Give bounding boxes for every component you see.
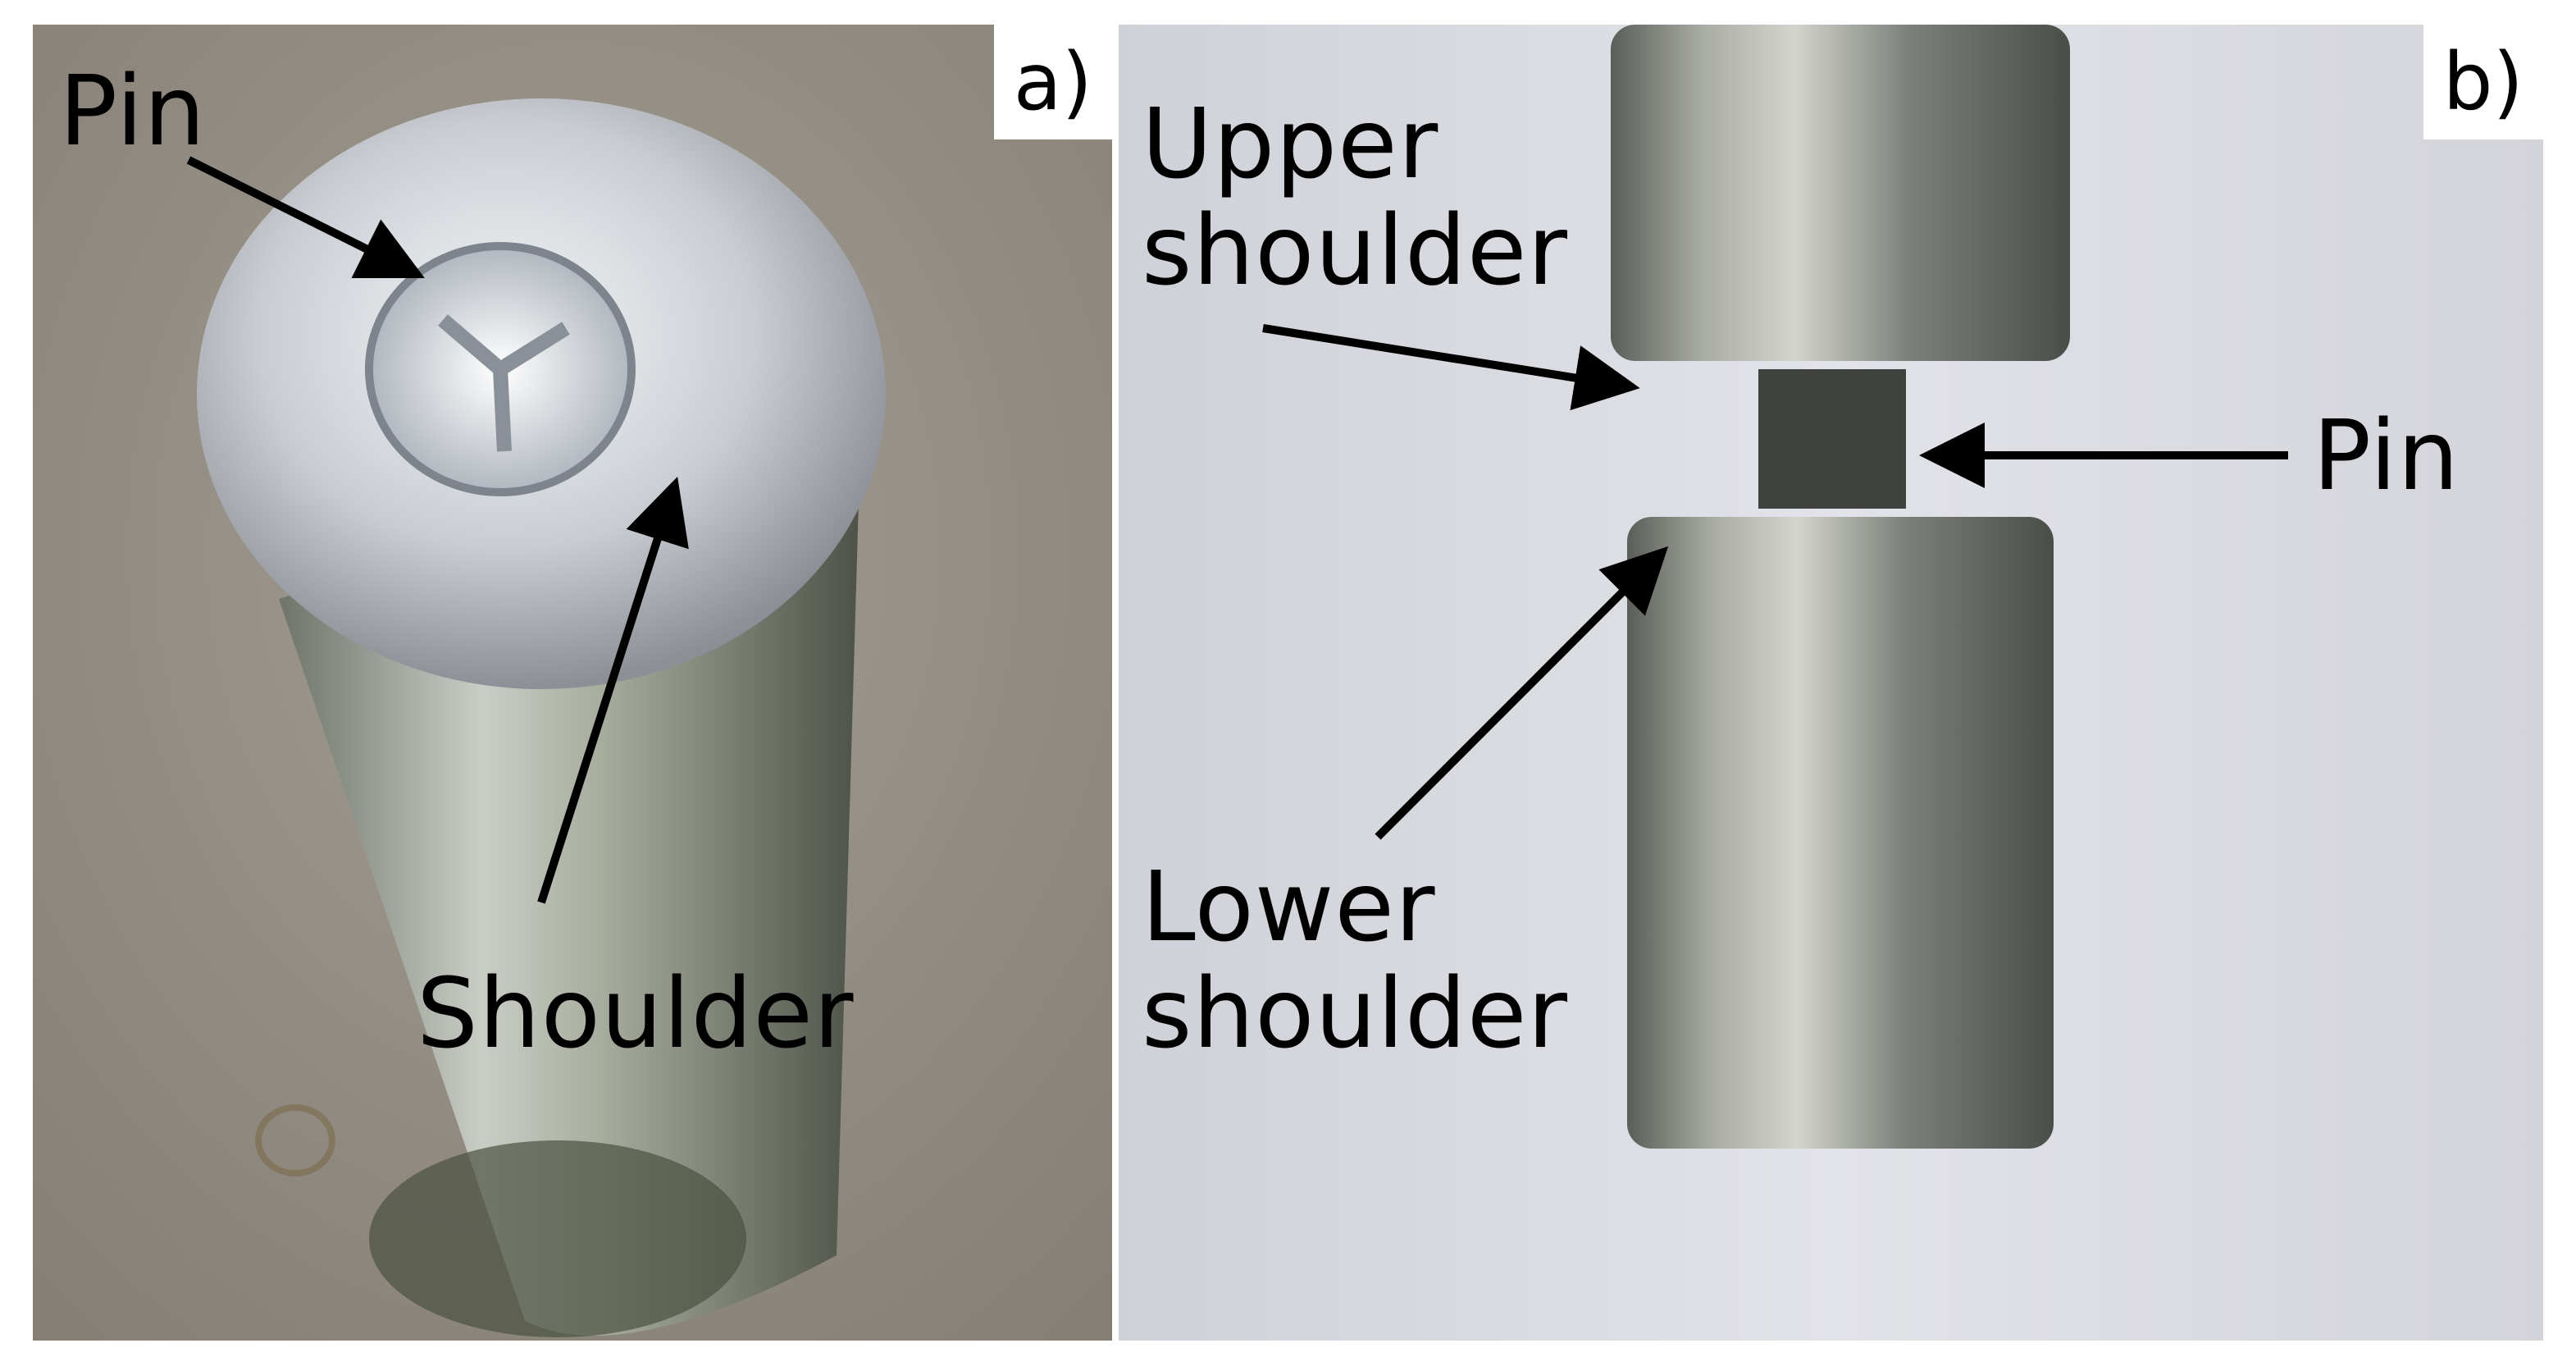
tool-shank <box>369 1140 746 1337</box>
callout-lower-line2: shoulder <box>1142 957 1569 1070</box>
tool-photo-a <box>33 25 1112 1341</box>
tool-photo-b <box>1119 25 2543 1341</box>
callout-upper-line2: shoulder <box>1142 194 1569 307</box>
upper-shoulder-cylinder <box>1611 25 2070 361</box>
callout-pin-a: Pin <box>59 54 207 167</box>
callout-shoulder-a: Shoulder <box>417 957 855 1070</box>
panel-b-photo: b) <box>1119 25 2543 1341</box>
callout-lower-line1: Lower <box>1142 850 1436 963</box>
panel-a-photo: a) <box>33 25 1112 1341</box>
lower-shoulder-cylinder <box>1627 517 2054 1149</box>
callout-upper-line1: Upper <box>1142 87 1439 200</box>
panel-label-b: b) <box>2423 25 2543 139</box>
callout-upper-shoulder-b: Upper shoulder <box>1142 90 1568 304</box>
pin-flutes <box>438 314 570 452</box>
callout-pin-b: Pin <box>2313 399 2460 512</box>
pin-section <box>1758 369 1906 509</box>
panel-label-a: a) <box>993 25 1112 139</box>
surface-stain <box>255 1104 335 1176</box>
callout-lower-shoulder-b: Lower shoulder <box>1142 853 1568 1067</box>
